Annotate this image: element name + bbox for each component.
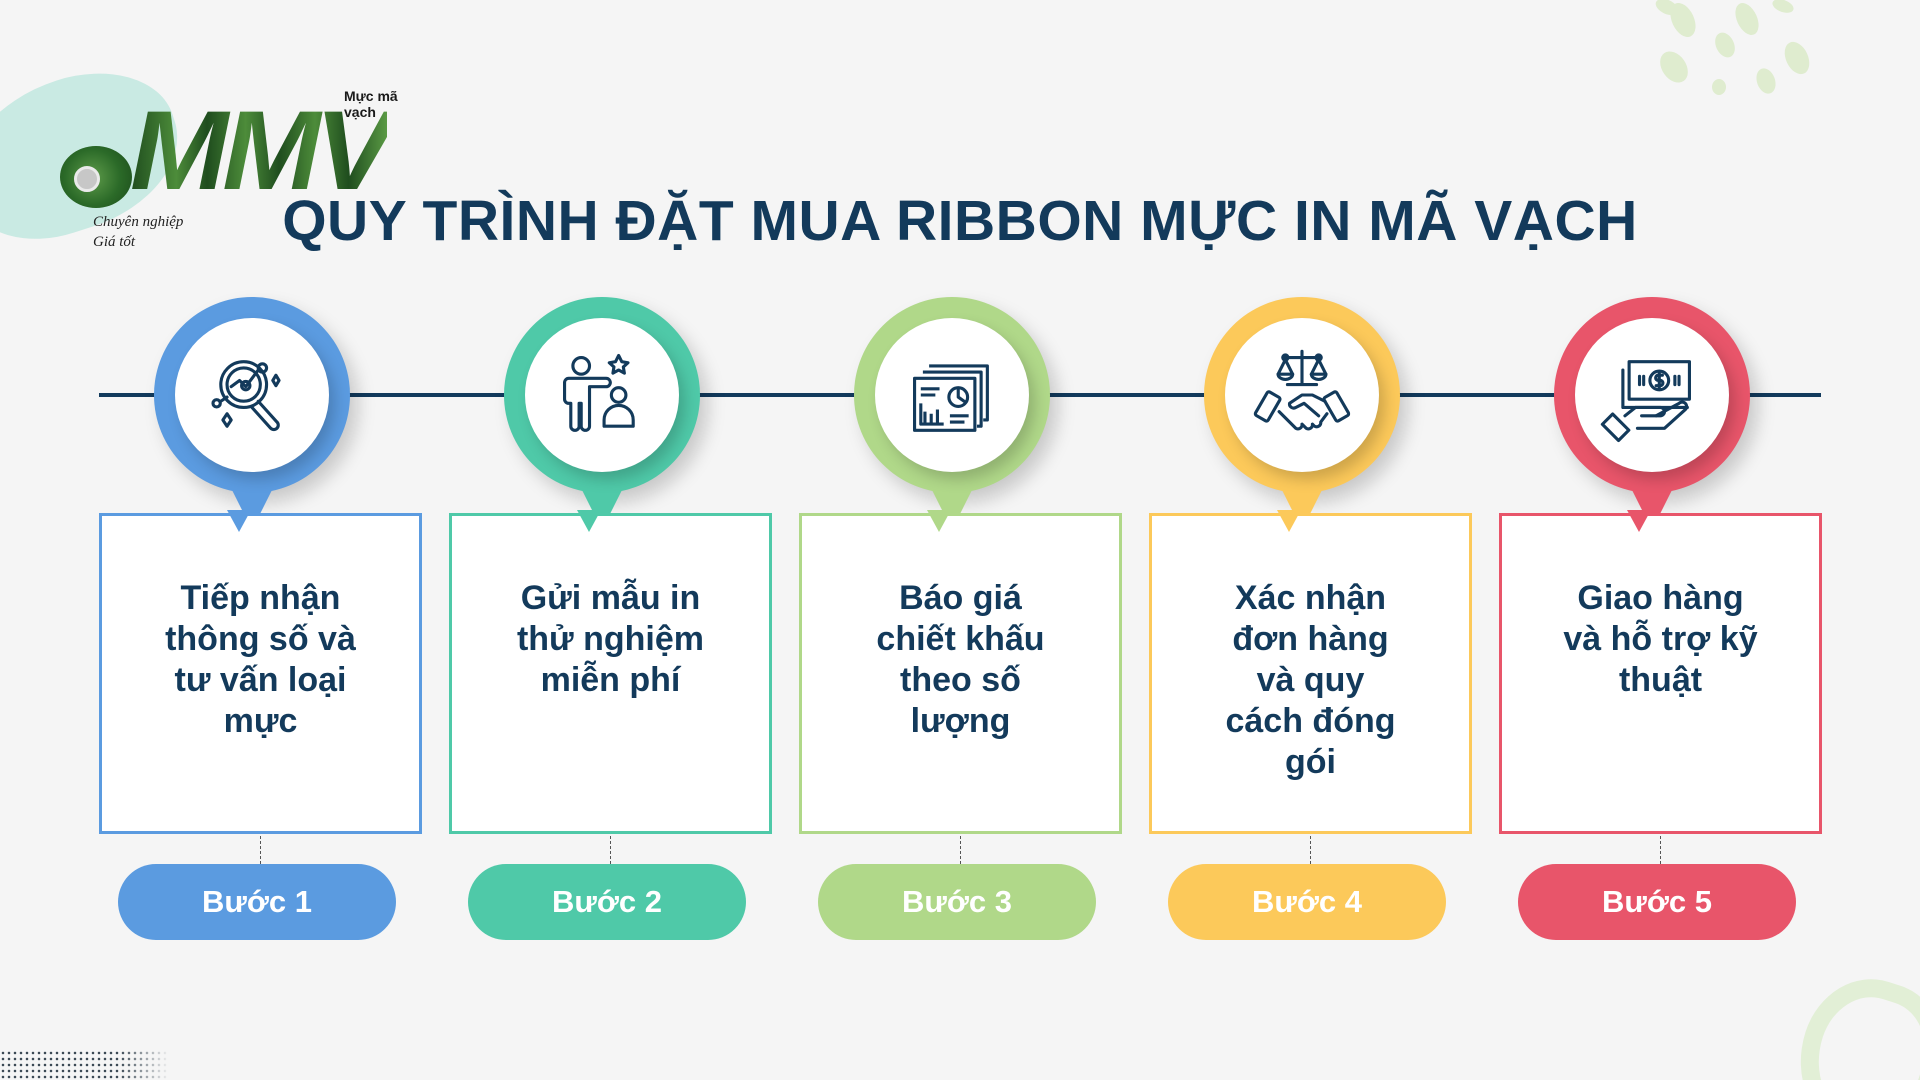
leaf-decoration <box>1712 79 1726 95</box>
icon-badge <box>1225 318 1379 472</box>
dot-grid-decoration <box>0 1050 170 1080</box>
step-3: Báo giá chiết khấu theo số lượng Bước 3 <box>777 0 1127 1080</box>
step-description: Tiếp nhận thông số và tư vấn loại mực <box>132 578 389 742</box>
description-line: chiết khấu <box>876 620 1045 658</box>
step-label-pill: Bước 4 <box>1168 864 1446 940</box>
people-recommend-icon <box>563 353 635 432</box>
card-pointer <box>1277 510 1301 532</box>
hand-money-icon <box>1600 360 1691 443</box>
description-line: thử nghiệm <box>516 620 705 658</box>
card-pointer <box>1627 510 1651 532</box>
step-description: Giao hàng và hỗ trợ kỹ thuật <box>1532 578 1789 701</box>
report-documents-icon <box>913 364 989 432</box>
icon-badge <box>1575 318 1729 472</box>
description-line: lượng <box>910 702 1011 740</box>
description-line: Gửi mẫu in <box>520 579 701 617</box>
icon-badge <box>175 318 329 472</box>
description-line: mực <box>223 702 298 740</box>
icon-badge <box>525 318 679 472</box>
step-card: Xác nhận đơn hàng và quy cách đóng gói <box>1149 513 1472 834</box>
description-line: Giao hàng <box>1577 579 1744 617</box>
description-line: cách đóng <box>1225 702 1396 740</box>
logo-tagline: Mực mã vạch <box>344 88 398 120</box>
description-line: theo số <box>900 661 1021 699</box>
step-card: Gửi mẫu in thử nghiệm miễn phí <box>449 513 772 834</box>
mmv-logo: MMV Mực mã vạch Chuyên nghiệp Giá tốt <box>30 40 410 250</box>
description-line: đơn hàng <box>1232 620 1389 658</box>
step-5: Giao hàng và hỗ trợ kỹ thuật Bước 5 <box>1477 0 1827 1080</box>
step-label-pill: Bước 1 <box>118 864 396 940</box>
description-line: Báo giá <box>899 579 1022 617</box>
dashed-connector <box>1660 836 1661 864</box>
step-card: Giao hàng và hỗ trợ kỹ thuật <box>1499 513 1822 834</box>
description-line: Tiếp nhận <box>180 579 341 617</box>
card-pointer <box>227 510 251 532</box>
step-label-pill: Bước 2 <box>468 864 746 940</box>
description-line: miễn phí <box>540 661 681 699</box>
description-line: tư vấn loại <box>174 661 347 699</box>
slogan-line-2: Giá tốt <box>93 234 136 250</box>
dashed-connector <box>960 836 961 864</box>
page-title: QUY TRÌNH ĐẶT MUA RIBBON MỰC IN MÃ VẠCH <box>282 189 1638 253</box>
icon-badge <box>875 318 1029 472</box>
description-line: thông số và <box>165 620 356 658</box>
step-card: Tiếp nhận thông số và tư vấn loại mực <box>99 513 422 834</box>
step-1: Tiếp nhận thông số và tư vấn loại mực Bư… <box>77 0 427 1080</box>
description-line: và hỗ trợ kỹ <box>1563 620 1758 658</box>
step-description: Gửi mẫu in thử nghiệm miễn phí <box>482 578 739 701</box>
step-label-pill: Bước 3 <box>818 864 1096 940</box>
description-line: Xác nhận <box>1234 579 1387 617</box>
logo-brand: MMV <box>130 88 393 214</box>
dashed-connector <box>610 836 611 864</box>
step-2: Gửi mẫu in thử nghiệm miễn phí Bước 2 <box>427 0 777 1080</box>
step-card: Báo giá chiết khấu theo số lượng <box>799 513 1122 834</box>
magnifier-analytics-icon <box>211 360 281 432</box>
card-pointer <box>577 510 601 532</box>
step-description: Báo giá chiết khấu theo số lượng <box>832 578 1089 742</box>
step-description: Xác nhận đơn hàng và quy cách đóng gói <box>1182 578 1439 783</box>
slogan-line-1: Chuyên nghiệp <box>93 214 184 230</box>
dashed-connector <box>260 836 261 864</box>
card-pointer <box>927 510 951 532</box>
description-line: thuật <box>1618 661 1703 699</box>
description-line: và quy <box>1256 661 1365 699</box>
step-label-pill: Bước 5 <box>1518 864 1796 940</box>
description-line: gói <box>1285 743 1336 781</box>
dashed-connector <box>1310 836 1311 864</box>
handshake-scale-icon <box>1253 349 1351 431</box>
ribbon-roll-icon <box>60 146 132 208</box>
logo-slogan: Chuyên nghiệp Giá tốt <box>93 212 183 252</box>
step-4: Xác nhận đơn hàng và quy cách đóng gói B… <box>1127 0 1477 1080</box>
